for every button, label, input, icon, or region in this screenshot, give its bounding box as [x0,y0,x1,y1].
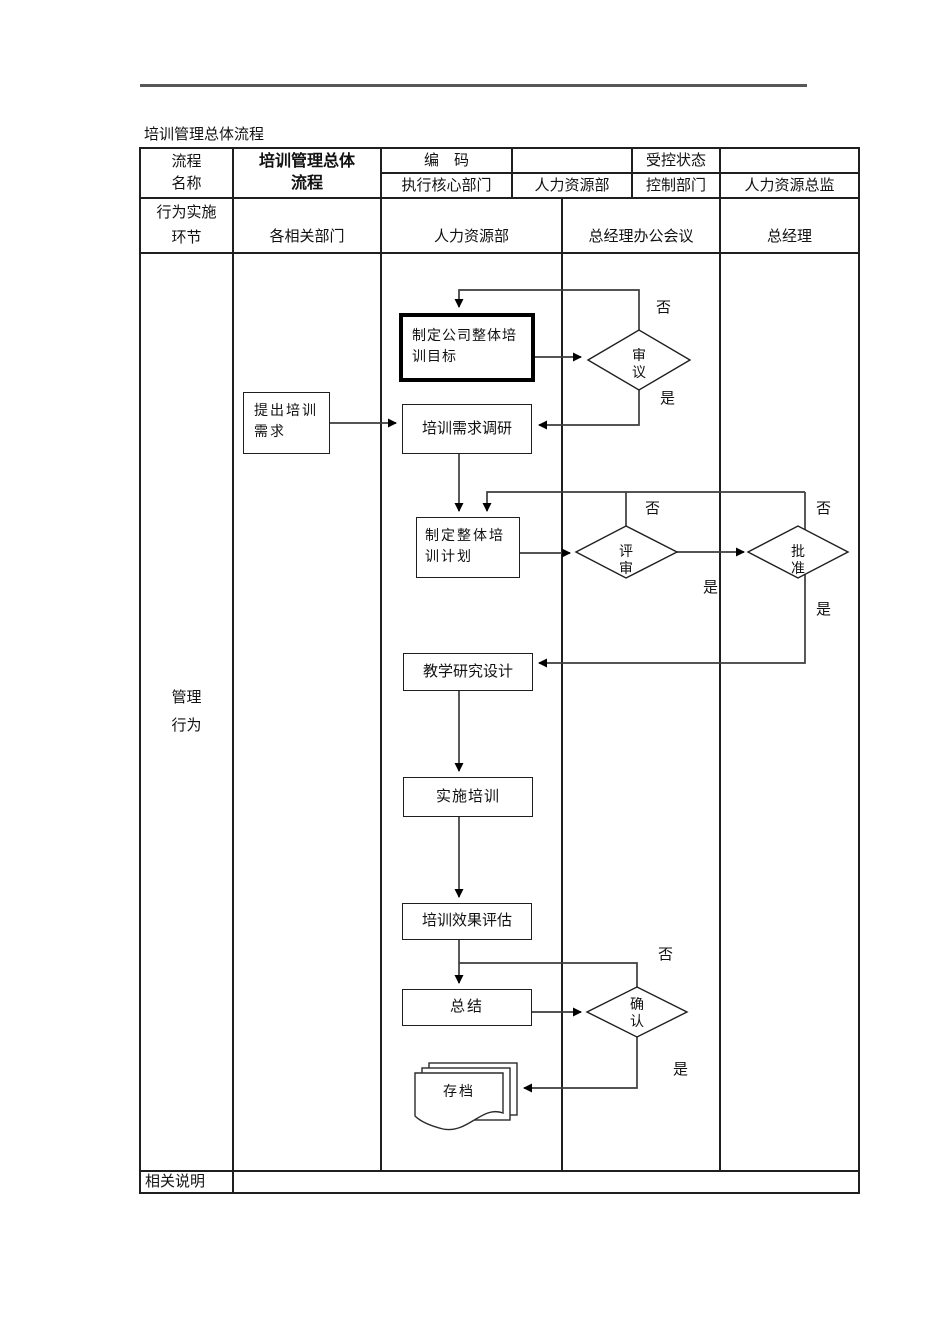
flow-box-company-training-goals: 制定公司整体培 训目标 [399,313,535,382]
flow-box-teaching-research-design: 教学研究设计 [403,653,533,691]
decision-confirm-label: 确 认 [630,998,644,1030]
cell-notes-value [233,1171,859,1193]
decision-review-label: 评 审 [619,545,633,577]
decision-deliberate-label: 审 议 [632,349,646,381]
cell-controlled-state-value [720,148,859,173]
cell-exec-dept-label: 执行核心部门 [381,173,512,198]
branch-yes-confirm: 是 [673,1062,689,1078]
branch-yes-approve: 是 [816,602,832,618]
flow-box-training-effect-evaluation: 培训效果评估 [402,903,532,940]
flow-box-training-needs-survey: 培训需求调研 [402,404,532,454]
branch-no-approve: 否 [816,501,832,517]
flow-doc-archive-label: 存档 [443,1085,475,1100]
cell-control-dept-value: 人力资源总监 [720,173,859,198]
cell-process-name-value: 培训管理总体 流程 [233,148,381,198]
flow-box-implement-training: 实施培训 [403,777,533,817]
lane-header-gm-office-meeting: 总经理办公会议 [562,198,720,253]
lane-hr-dept [381,253,562,1171]
lane-header-related-depts: 各相关部门 [233,198,381,253]
branch-no-confirm: 否 [658,947,674,963]
lane-gm-office-meeting [562,253,720,1171]
cell-stage-label: 行为实施 环节 [140,198,233,253]
lane-general-manager [720,253,859,1171]
cell-process-name-label: 流程 名称 [140,148,233,198]
cell-code-label: 编 码 [381,148,512,173]
branch-no-review: 否 [645,501,661,517]
flow-box-propose-training-needs: 提出培训 需求 [243,392,330,454]
header-rule [140,84,807,87]
cell-exec-dept-value: 人力资源部 [512,173,632,198]
cell-control-dept-label: 控制部门 [632,173,720,198]
lane-header-general-manager: 总经理 [720,198,859,253]
branch-yes-deliberate: 是 [660,391,676,407]
cell-notes-label: 相关说明 [140,1171,233,1193]
cell-code-value [512,148,632,173]
cell-management-behavior-label: 管理 行为 [140,253,233,1171]
lane-related-depts [233,253,381,1171]
lane-header-hr-dept: 人力资源部 [381,198,562,253]
flow-box-summary: 总结 [402,989,532,1026]
branch-no-deliberate: 否 [656,300,672,316]
branch-yes-review: 是 [703,580,719,596]
cell-controlled-state-label: 受控状态 [632,148,720,173]
decision-approve-label: 批 准 [791,545,805,577]
flow-box-overall-training-plan: 制定整体培 训计划 [416,517,520,578]
page-title: 培训管理总体流程 [144,127,265,143]
